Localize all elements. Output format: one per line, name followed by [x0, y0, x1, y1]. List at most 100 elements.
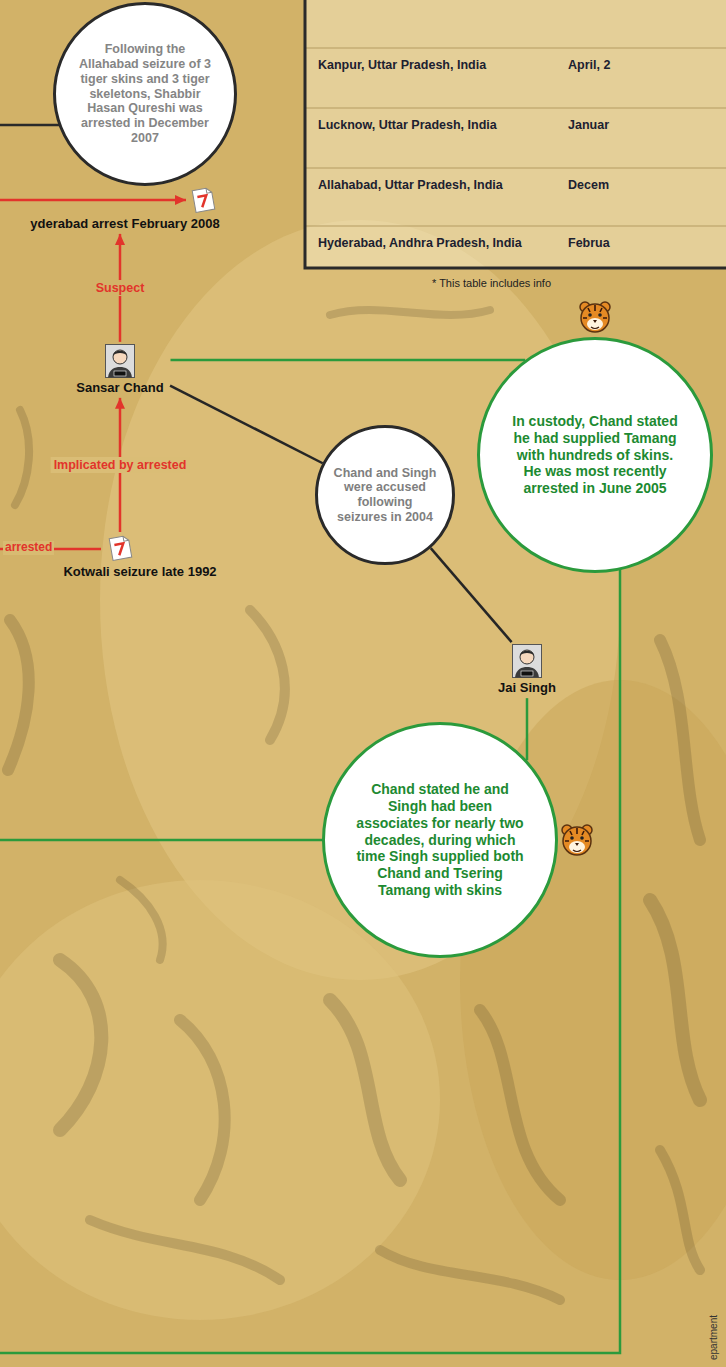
tiger-face [581, 304, 609, 332]
mugshot-body [108, 367, 132, 378]
circle-text: In custody, Chand stated he had supplied… [507, 413, 684, 497]
table-rule [305, 48, 726, 49]
fur-stripe [660, 1150, 700, 1270]
fur-stripe [250, 610, 285, 740]
table-cell: Januar [568, 118, 609, 132]
table-rule [305, 226, 726, 227]
document-sheet [109, 535, 132, 560]
line-label: arrested [3, 541, 54, 555]
statement-line [171, 359, 526, 362]
suspect-node: Jai Singh [477, 642, 577, 698]
node-label: Kotwali seizure late 1992 [40, 564, 240, 579]
mugshot-body [515, 667, 539, 678]
fur-light-patch [100, 220, 620, 980]
mugshot-icon [512, 644, 542, 678]
fur-stripe [8, 620, 29, 770]
circle-text: Chand and Singh were accused following s… [333, 466, 438, 525]
tiger-eye [598, 313, 602, 317]
note-circle: Chand and Singh were accused following s… [315, 425, 455, 565]
tiger-nose [593, 320, 597, 323]
tiger-mouth [573, 850, 581, 852]
node-label: yderabad arrest February 2008 [0, 216, 250, 231]
document-icon [192, 187, 215, 212]
fur-stripe [60, 960, 101, 1130]
fur-stripe [380, 1250, 560, 1300]
fur-stripe [15, 410, 29, 505]
circle-text: Following the Allahabad seizure of 3 tig… [76, 42, 214, 145]
circle-note: Chand and Singh were accused following s… [333, 466, 438, 525]
association-line [431, 548, 512, 642]
circle-text: Chand stated he and Singh had been assoc… [352, 781, 529, 899]
edge-label: Implicated by arrested [51, 457, 190, 473]
table-cell: Februa [568, 236, 610, 250]
tiger-eye [588, 313, 592, 317]
tiger-icon [580, 302, 610, 332]
table-border [305, 0, 726, 268]
fur-light-patch [0, 880, 440, 1320]
fur-stripe [330, 1000, 400, 1180]
tiger-face [563, 827, 591, 855]
document-fold [123, 535, 129, 541]
tiger-nose [575, 843, 579, 846]
mugshot-frame [513, 645, 542, 678]
fur-stripe [90, 1220, 280, 1280]
circle-shape [479, 339, 712, 572]
tiger-stripes [583, 305, 607, 318]
tiger-muzzle [569, 841, 585, 853]
fur-stripe [180, 1020, 225, 1200]
table-cell: Allahabad, Uttar Pradesh, India [318, 178, 503, 192]
mugshot-placard [114, 371, 126, 376]
mugshot-hair [520, 651, 534, 656]
seizure-icon [107, 534, 133, 562]
table-cell: Kanpur, Uttar Pradesh, India [318, 58, 486, 72]
incoming-arrow [0, 199, 186, 202]
association-line [170, 386, 323, 464]
table-rule [305, 108, 726, 109]
mugshot-head [520, 650, 534, 664]
circle-shape [324, 724, 557, 957]
table-cell: Decem [568, 178, 609, 192]
document-sheet [192, 187, 215, 212]
document-mark [197, 195, 208, 207]
fur-stripe [480, 1010, 560, 1200]
mugshot-frame [106, 345, 135, 378]
table-panel [305, 0, 726, 268]
seizure-marker: yderabad arrest February 2008 [0, 184, 250, 234]
table-rules [305, 48, 726, 226]
edge-label: Suspect [93, 280, 148, 296]
document-fold [206, 187, 212, 193]
suspect-node: Sansar Chand [70, 342, 170, 398]
table-cell: Hyderabad, Andhra Pradesh, India [318, 236, 522, 250]
tiger-stripes [565, 828, 589, 841]
tiger-eye [580, 836, 584, 840]
tiger-eye [570, 836, 574, 840]
circle-shape [55, 4, 236, 185]
table-footnote: * This table includes info [432, 277, 551, 290]
table-rule [305, 168, 726, 169]
tiger-icon [562, 825, 592, 855]
circle-note: In custody, Chand stated he had supplied… [507, 413, 684, 497]
fur-stripe [330, 310, 490, 315]
fur-stripe [120, 880, 163, 960]
node-label: Jai Singh [477, 680, 577, 695]
mugshot-head [113, 350, 127, 364]
seizure-marker: Kotwali seizure late 1992 [40, 532, 240, 582]
note-circle: Following the Allahabad seizure of 3 tig… [53, 2, 237, 186]
fur-stripe [660, 640, 700, 840]
node-label: Sansar Chand [70, 380, 170, 395]
fur-stripes [8, 310, 700, 1300]
table-cell: Lucknow, Uttar Pradesh, India [318, 118, 497, 132]
seizure-icon [190, 186, 216, 214]
tiger-muzzle [587, 318, 603, 330]
statement-circle: In custody, Chand stated he had supplied… [477, 337, 713, 573]
circle-shape [317, 427, 454, 564]
statement-line [526, 698, 529, 760]
leader-line [0, 560, 620, 1353]
statement-circle: Chand stated he and Singh had been assoc… [322, 722, 558, 958]
circle-note: Chand stated he and Singh had been assoc… [352, 781, 529, 899]
credit-text: epartment [708, 1315, 720, 1360]
mugshot-icon [105, 344, 135, 378]
